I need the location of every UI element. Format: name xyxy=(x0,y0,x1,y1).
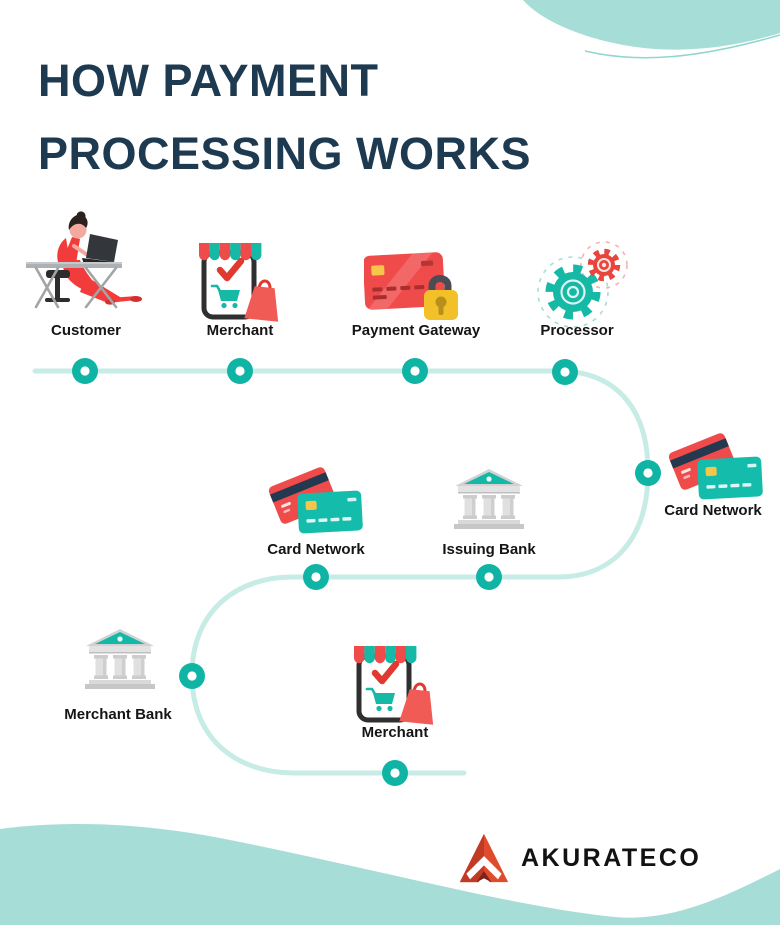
stage-label-card-network-left: Card Network xyxy=(267,541,365,558)
flow-node xyxy=(382,760,408,786)
stage-label-issuing-bank: Issuing Bank xyxy=(442,541,536,558)
flow-node xyxy=(476,564,502,590)
stage-label-merchant-bank: Merchant Bank xyxy=(64,706,172,723)
credit-card-lock-icon xyxy=(364,250,468,330)
flow-node xyxy=(72,358,98,384)
bank-icon xyxy=(82,626,158,690)
customer-at-desk-icon xyxy=(26,210,150,310)
storefront-phone-icon xyxy=(353,646,437,728)
storefront-phone-icon xyxy=(198,243,282,325)
stage-label-customer: Customer xyxy=(50,322,122,339)
credit-cards-icon xyxy=(668,430,764,502)
page-title: HOW PAYMENT PROCESSING WORKS xyxy=(38,44,531,190)
flow-node xyxy=(635,460,661,486)
bank-icon xyxy=(451,466,527,530)
flow-path xyxy=(32,368,651,776)
flow-node xyxy=(227,358,253,384)
flow-node xyxy=(552,359,578,385)
page-title-line2: PROCESSING WORKS xyxy=(38,128,532,179)
flow-node xyxy=(179,663,205,689)
stage-label-merchant: Merchant xyxy=(206,322,274,339)
brand-name: AKURATECO xyxy=(521,843,702,872)
akurateco-arrow-logo-icon xyxy=(458,832,510,884)
stage-label-processor: Processor xyxy=(540,322,614,339)
top-right-wave-blob xyxy=(523,0,780,50)
flow-node xyxy=(402,358,428,384)
bottom-wave xyxy=(0,824,780,925)
flow-node xyxy=(303,564,329,590)
gears-icon xyxy=(533,240,629,328)
brand-logo: AKURATECO xyxy=(458,832,701,884)
page-title-line1: HOW PAYMENT xyxy=(38,55,379,106)
top-right-accent-line xyxy=(584,34,780,59)
stage-label-payment-gateway: Payment Gateway xyxy=(351,322,481,339)
stage-label-merchant-bottom: Merchant xyxy=(361,724,429,741)
stage-label-card-network-right: Card Network xyxy=(664,502,762,519)
credit-cards-icon xyxy=(268,464,364,536)
